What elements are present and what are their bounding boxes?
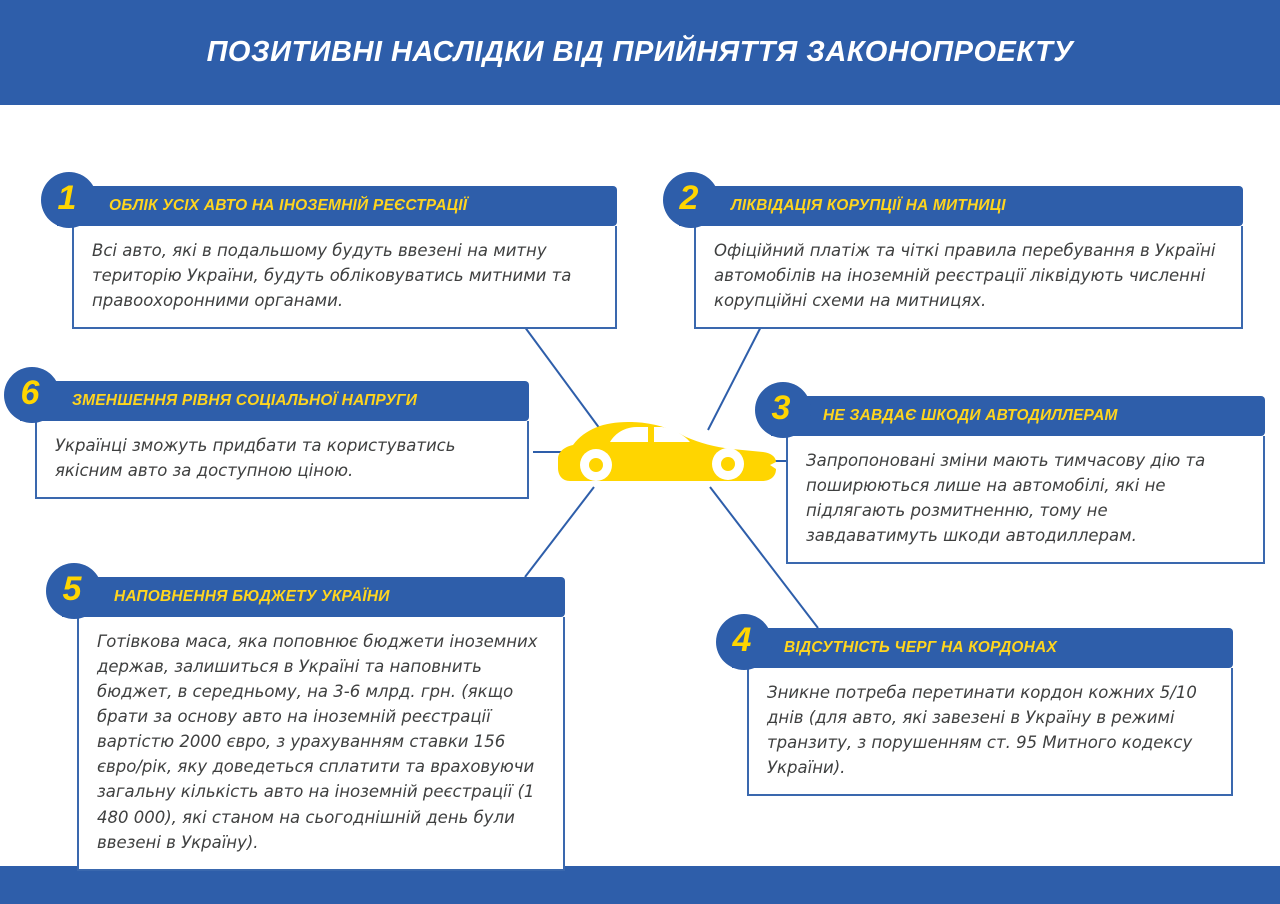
benefit-card-3: 3 НЕ ЗАВДАЄ ШКОДИ АВТОДИЛЛЕРАМ Запропоно…: [755, 382, 1265, 565]
card2-number-badge: 2: [663, 172, 719, 228]
card3-heading: НЕ ЗАВДАЄ ШКОДИ АВТОДИЛЛЕРАМ: [823, 407, 1118, 424]
card4-number: 4: [732, 620, 752, 659]
benefit-card-5: 5 НАПОВНЕННЯ БЮДЖЕТУ УКРАЇНИ Готівкова м…: [46, 563, 565, 871]
title-banner: ПОЗИТИВНІ НАСЛІДКИ ВІД ПРИЙНЯТТЯ ЗАКОНОП…: [0, 0, 1280, 105]
card1-heading-bar: ОБЛІК УСІХ АВТО НА ІНОЗЕМНІЙ РЕЄСТРАЦІЇ: [57, 186, 617, 226]
benefit-card-4: 4 ВІДСУТНІСТЬ ЧЕРГ НА КОРДОНАХ Зникне по…: [716, 614, 1233, 797]
card5-heading-bar: НАПОВНЕННЯ БЮДЖЕТУ УКРАЇНИ: [62, 577, 565, 617]
card3-body: Запропоновані зміни мають тимчасову дію …: [786, 436, 1265, 565]
connector-card4: [709, 486, 819, 629]
card4-body-text: Зникне потреба перетинати кордон кожних …: [767, 683, 1197, 778]
card3-heading-bar: НЕ ЗАВДАЄ ШКОДИ АВТОДИЛЛЕРАМ: [771, 396, 1265, 436]
car-icon: [558, 422, 776, 481]
card2-heading-bar: ЛІКВІДАЦІЯ КОРУПЦІЇ НА МИТНИЦІ: [679, 186, 1243, 226]
card6-heading-bar: ЗМЕНШЕННЯ РІВНЯ СОЦІАЛЬНОЇ НАПРУГИ: [20, 381, 529, 421]
connector-card5: [524, 486, 595, 578]
card3-number: 3: [771, 388, 791, 427]
card5-number-badge: 5: [46, 563, 102, 619]
card1-body-text: Всі авто, які в подальшому будуть ввезен…: [92, 241, 572, 311]
card6-body: Українці зможуть придбати та користувати…: [35, 421, 529, 500]
card1-number: 1: [57, 178, 77, 217]
card6-heading: ЗМЕНШЕННЯ РІВНЯ СОЦІАЛЬНОЇ НАПРУГИ: [72, 392, 418, 409]
card2-body: Офіційний платіж та чіткі правила перебу…: [694, 226, 1243, 330]
benefit-card-6: 6 ЗМЕНШЕННЯ РІВНЯ СОЦІАЛЬНОЇ НАПРУГИ Укр…: [4, 367, 529, 500]
card5-heading: НАПОВНЕННЯ БЮДЖЕТУ УКРАЇНИ: [114, 588, 390, 605]
card4-body: Зникне потреба перетинати кордон кожних …: [747, 668, 1233, 797]
card3-number-badge: 3: [755, 382, 811, 438]
footer-stripe: [0, 866, 1280, 904]
card2-body-text: Офіційний платіж та чіткі правила перебу…: [714, 241, 1216, 311]
card4-heading: ВІДСУТНІСТЬ ЧЕРГ НА КОРДОНАХ: [784, 639, 1057, 656]
card2-heading: ЛІКВІДАЦІЯ КОРУПЦІЇ НА МИТНИЦІ: [731, 197, 1006, 214]
card6-number: 6: [20, 373, 40, 412]
card3-body-text: Запропоновані зміни мають тимчасову дію …: [806, 451, 1206, 546]
benefit-card-2: 2 ЛІКВІДАЦІЯ КОРУПЦІЇ НА МИТНИЦІ Офіційн…: [663, 172, 1243, 330]
card4-number-badge: 4: [716, 614, 772, 670]
card1-body: Всі авто, які в подальшому будуть ввезен…: [72, 226, 617, 330]
card5-body: Готівкова маса, яка поповнює бюджети іно…: [77, 617, 565, 871]
card4-heading-bar: ВІДСУТНІСТЬ ЧЕРГ НА КОРДОНАХ: [732, 628, 1233, 668]
page-title: ПОЗИТИВНІ НАСЛІДКИ ВІД ПРИЙНЯТТЯ ЗАКОНОП…: [206, 36, 1074, 68]
card5-number: 5: [62, 569, 82, 608]
connector-card1: [512, 310, 601, 430]
card1-number-badge: 1: [41, 172, 97, 228]
card6-body-text: Українці зможуть придбати та користувати…: [55, 436, 456, 481]
benefit-card-1: 1 ОБЛІК УСІХ АВТО НА ІНОЗЕМНІЙ РЕЄСТРАЦІ…: [41, 172, 617, 330]
card5-body-text: Готівкова маса, яка поповнює бюджети іно…: [97, 632, 538, 852]
card2-number: 2: [679, 178, 699, 217]
card6-number-badge: 6: [4, 367, 60, 423]
card1-heading: ОБЛІК УСІХ АВТО НА ІНОЗЕМНІЙ РЕЄСТРАЦІЇ: [109, 197, 468, 214]
connector-card2: [707, 312, 769, 431]
